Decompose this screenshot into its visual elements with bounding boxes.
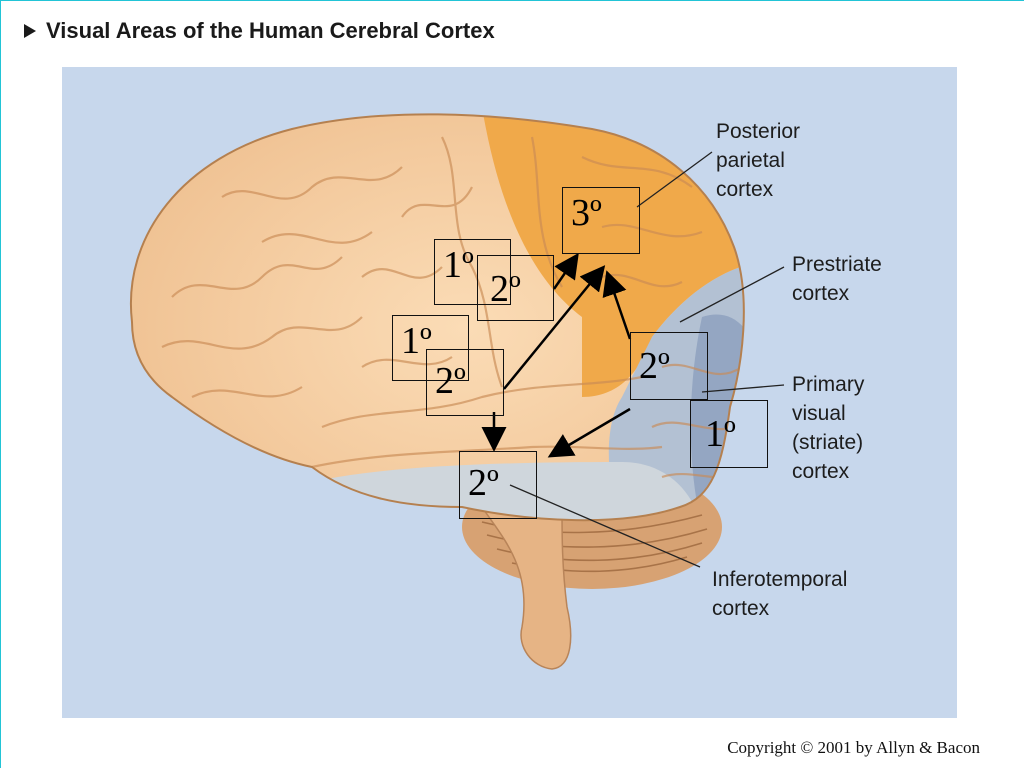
area-box-tertiary-parietal: 3º: [562, 187, 640, 254]
area-box-secondary-prestriate: 2º: [630, 332, 708, 400]
area-box-primary-upper: 1º: [434, 239, 511, 305]
slide-title: Visual Areas of the Human Cerebral Corte…: [24, 16, 495, 46]
label-leader-lines: [509, 151, 785, 568]
label-prestriate: Prestriate cortex: [792, 250, 882, 308]
slide-border-left: [0, 0, 1, 768]
bullet-triangle-icon: [24, 24, 36, 38]
brain-illustration: [129, 113, 785, 670]
label-line: cortex: [792, 460, 850, 483]
slide-title-text: Visual Areas of the Human Cerebral Corte…: [46, 18, 495, 43]
cerebrum-outline: [129, 113, 745, 522]
label-line: cortex: [716, 178, 774, 201]
label-line: cortex: [792, 282, 850, 305]
area-box-primary-striate: 1º: [690, 400, 768, 468]
label-line: Primary: [792, 373, 865, 396]
label-line: parietal: [716, 149, 785, 172]
brain-stem: [480, 506, 572, 670]
area-box-secondary-inferotemporal: 2º: [459, 451, 537, 519]
figure-panel: Posterior parietal cortex Prestriate cor…: [62, 67, 957, 718]
label-line: visual: [792, 402, 846, 425]
striate-region: [690, 314, 744, 521]
label-line: Prestriate: [792, 253, 882, 276]
label-line: Inferotemporal: [712, 568, 848, 591]
area-box-secondary-upper: 2º: [477, 255, 554, 321]
label-primary-visual: Primary visual (striate) cortex: [792, 370, 864, 486]
label-line: (striate): [792, 431, 864, 454]
slide-border-top: [0, 0, 1024, 1]
label-posterior-parietal: Posterior parietal cortex: [716, 117, 800, 204]
copyright-notice: Copyright © 2001 by Allyn & Bacon: [727, 738, 980, 757]
label-line: cortex: [712, 597, 770, 620]
label-line: Posterior: [716, 120, 801, 143]
label-inferotemporal: Inferotemporal cortex: [712, 565, 847, 623]
connection-arrows: [481, 252, 632, 458]
area-box-secondary-middle: 2º: [426, 349, 504, 416]
